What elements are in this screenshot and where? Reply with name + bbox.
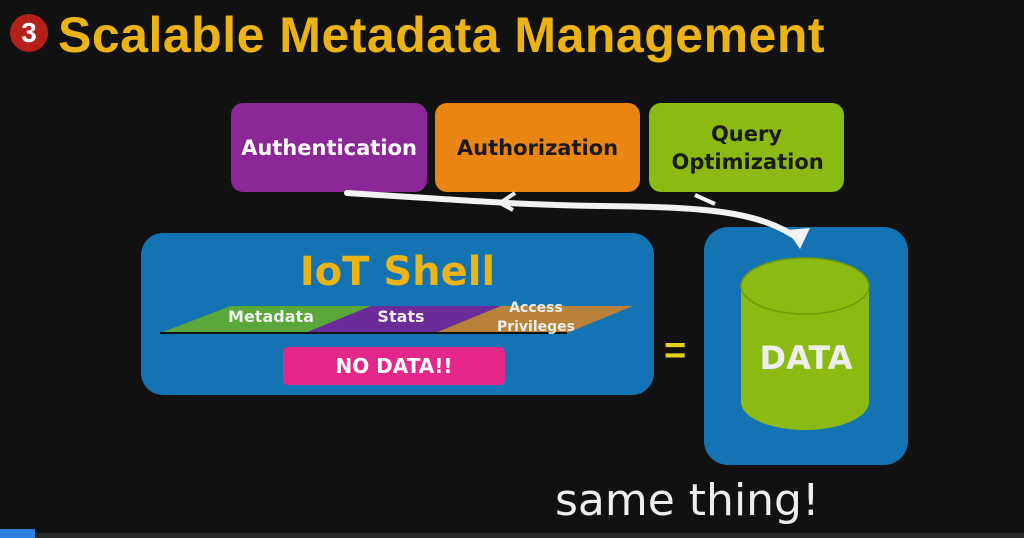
metadata-label: Metadata xyxy=(228,307,314,326)
database-cylinder-icon xyxy=(740,257,870,430)
stats-label: Stats xyxy=(377,307,425,326)
iot-shell-title: IoT Shell xyxy=(299,249,496,295)
slide-title: Scalable Metadata Management xyxy=(58,7,826,63)
access-privileges-label: Access Privileges xyxy=(496,300,576,335)
caption: same thing! xyxy=(555,475,820,526)
slide-number-badge: 3 xyxy=(10,14,48,52)
progress-indicator xyxy=(0,529,35,538)
query-optimization-box: Query Optimization xyxy=(649,103,844,192)
layer-strip xyxy=(160,306,633,334)
stats-layer xyxy=(305,306,501,333)
authentication-box: Authentication xyxy=(231,103,427,192)
iot-shell-box: IoT Shell Metadata Stats Access Privileg… xyxy=(141,233,654,395)
data-label: DATA xyxy=(759,339,853,377)
bottom-border xyxy=(0,533,1024,538)
access-privileges-layer xyxy=(435,306,633,333)
data-box: DATA xyxy=(704,227,908,465)
equals-sign: = xyxy=(664,330,687,372)
authorization-box: Authorization xyxy=(435,103,640,192)
no-data-label: NO DATA!! xyxy=(283,347,505,385)
metadata-layer xyxy=(160,306,371,333)
query-optimization-label: Query Optimization xyxy=(671,121,824,174)
